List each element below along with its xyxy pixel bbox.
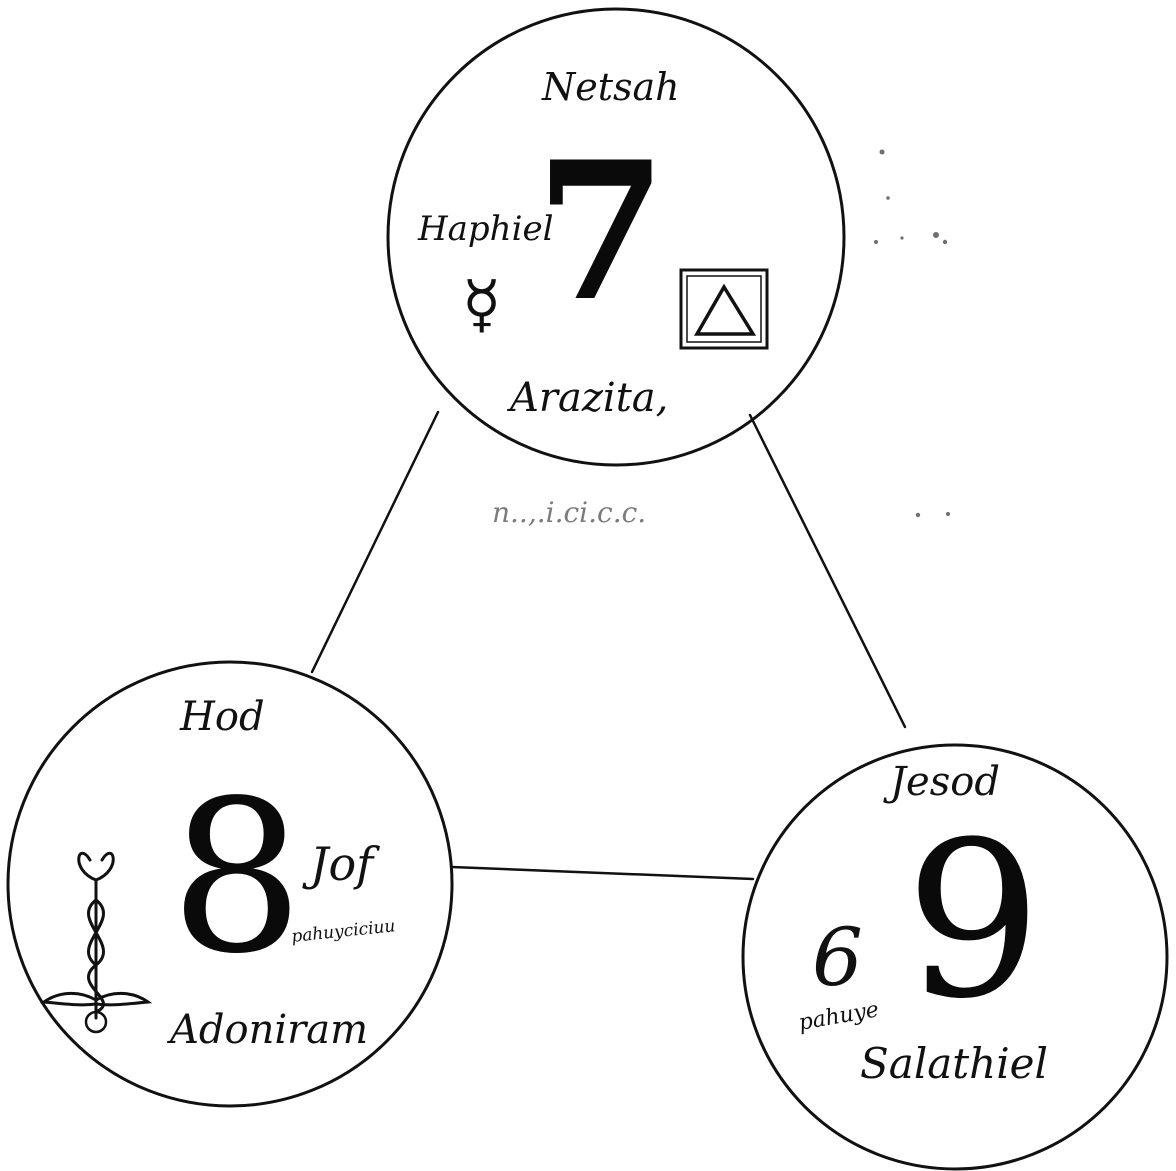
node-jesod-name: Salathiel bbox=[860, 1039, 1048, 1088]
node-netsah-bottom-name: Arazita, bbox=[506, 375, 668, 421]
caduceus-icon bbox=[44, 853, 148, 1032]
node-jesod-caption: pahuye bbox=[797, 997, 881, 1036]
line-netsah-jesod bbox=[750, 415, 905, 727]
node-jesod-extra-number: 6 bbox=[812, 911, 863, 1004]
node-hod-number: 8 bbox=[170, 755, 304, 1000]
connector-lines bbox=[312, 412, 905, 879]
node-hod-caption: pahuyciciuu bbox=[290, 916, 396, 947]
node-netsah: Netsah 7 Haphiel ☿ Arazita, bbox=[388, 9, 844, 465]
node-hod-mark: Jof bbox=[302, 837, 380, 891]
line-hod-jesod bbox=[452, 867, 753, 879]
node-jesod: Jesod 9 6 pahuye Salathiel bbox=[743, 745, 1167, 1169]
line-netsah-hod bbox=[312, 412, 438, 672]
faint-note: n..,.i.ci.c.c. bbox=[492, 496, 646, 529]
node-netsah-title: Netsah bbox=[541, 65, 680, 109]
node-jesod-number: 9 bbox=[905, 795, 1042, 1046]
node-hod: Hod 8 Jof pahuyciciuu Adoniram bbox=[8, 662, 452, 1106]
node-hod-title: Hod bbox=[179, 694, 265, 740]
ink-specks bbox=[874, 150, 950, 518]
node-hod-name: Adoniram bbox=[166, 1007, 368, 1053]
triangle-in-square-icon bbox=[681, 270, 767, 348]
node-netsah-side-name: Haphiel bbox=[417, 209, 553, 249]
node-netsah-number: 7 bbox=[535, 120, 667, 343]
mercury-icon: ☿ bbox=[462, 268, 501, 342]
